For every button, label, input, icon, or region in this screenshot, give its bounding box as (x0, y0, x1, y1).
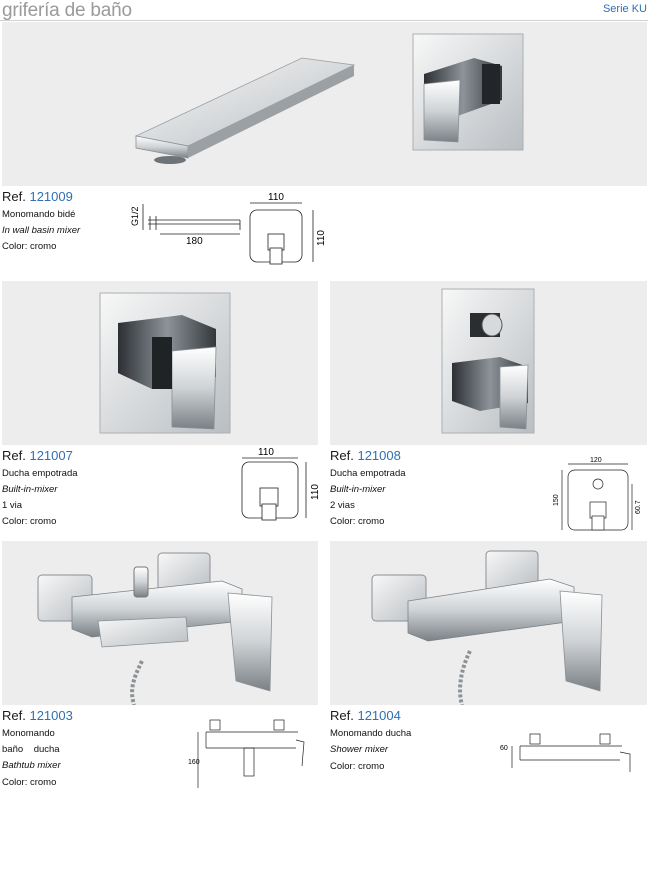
lever (559, 590, 603, 692)
product-photo-121007 (2, 281, 318, 445)
product-name-en: Shower mixer (330, 744, 389, 755)
dim-height: 110 (310, 484, 321, 500)
spout-top (134, 57, 356, 147)
dim-height: 160 (188, 759, 200, 766)
mixer-body (407, 578, 575, 642)
ref-121003: Ref. 121003 (2, 708, 73, 723)
product-name: Ducha empotrada (2, 468, 78, 479)
product-color: Color: cromo (2, 516, 57, 527)
dim-width: 120 (590, 457, 602, 464)
ref-121009: Ref. 121009 (2, 189, 73, 204)
lever (227, 592, 273, 692)
dim-width: 110 (268, 192, 284, 203)
product-variant: 1 via (2, 500, 23, 511)
product-photo-121008 (330, 281, 647, 445)
lever (423, 79, 461, 143)
dim-width: 110 (258, 447, 274, 458)
ref-number: 121007 (29, 448, 73, 463)
product-name-2: baño ducha (2, 744, 60, 755)
ref-label: Ref. (2, 708, 26, 723)
product-color: Color: cromo (2, 241, 57, 252)
product-name: Monomando (2, 728, 55, 739)
product-photo-121004 (330, 541, 647, 705)
bath-spout (97, 616, 189, 648)
dim-length: 180 (186, 236, 203, 247)
product-name-en: Built-in-mixer (330, 484, 386, 495)
ref-number: 121009 (29, 189, 73, 204)
ref-121008: Ref. 121008 (330, 448, 401, 463)
product-name: Monomando bidé (2, 209, 76, 220)
ref-label: Ref. (2, 448, 26, 463)
diverter (133, 566, 149, 598)
serie-label: Serie KU (602, 3, 647, 15)
ref-label: Ref. (330, 708, 354, 723)
dim-offset: 60.7 (635, 500, 642, 514)
product-name: Monomando ducha (330, 728, 412, 739)
product-photo-121009 (2, 22, 647, 186)
technical-drawing-121009: G1/2 180 110 110 (130, 190, 330, 270)
dim-height: 60 (500, 745, 508, 752)
product-color: Color: cromo (330, 516, 385, 527)
header-divider (0, 20, 648, 21)
technical-drawing-121007: 110 110 (236, 446, 326, 526)
technical-drawing-121003: 160 (188, 708, 313, 798)
ref-label: Ref. (330, 448, 354, 463)
dim-thread: G1/2 (130, 206, 140, 226)
product-photo-121003 (2, 541, 318, 705)
ref-121007: Ref. 121007 (2, 448, 73, 463)
product-variant: 2 vias (330, 500, 355, 511)
product-color: Color: cromo (2, 777, 57, 788)
product-color: Color: cromo (330, 761, 385, 772)
ref-number: 121008 (357, 448, 401, 463)
catalog-title: grifería de baño (2, 0, 132, 21)
technical-drawing-121004: 60 (496, 728, 642, 798)
product-name: Ducha empotrada (330, 468, 406, 479)
diverter-knob (481, 313, 503, 337)
technical-drawing-121008: 120 150 60.7 (548, 454, 644, 536)
ref-label: Ref. (2, 189, 26, 204)
dim-height: 110 (316, 230, 327, 246)
dim-height: 150 (553, 494, 560, 506)
lever (499, 364, 529, 430)
ref-121004: Ref. 121004 (330, 708, 401, 723)
lever (171, 346, 217, 430)
product-name-en: Bathtub mixer (2, 760, 61, 771)
ref-number: 121004 (357, 708, 401, 723)
product-name-en: In wall basin mixer (2, 225, 81, 236)
product-name-en: Built-in-mixer (2, 484, 58, 495)
ref-number: 121003 (29, 708, 73, 723)
